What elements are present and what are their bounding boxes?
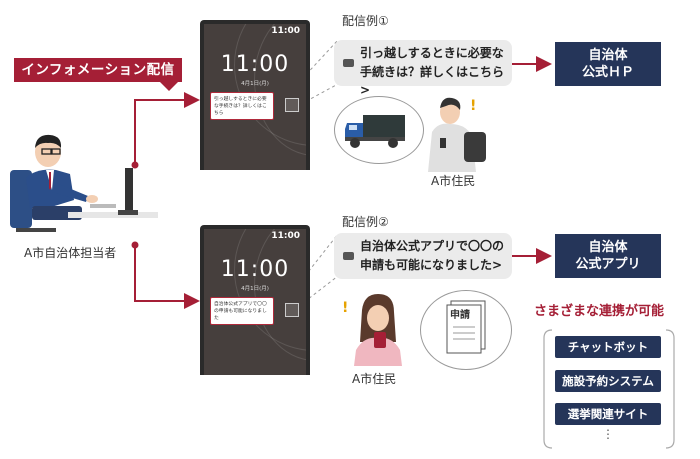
information-delivery-label: インフォメーション配信 [14,58,182,82]
smartphone-2: 11:00 11:00 4月1日(月) 自治体公式アプリで〇〇の申請も可能になり… [200,225,310,375]
destination-2-line2: 公式アプリ [575,257,641,272]
push-notification-1[interactable]: 引っ越しするときに必要な手続きは？詳しくはこちら [210,92,274,120]
more-ellipsis: ⋮ [602,427,614,441]
flow-line-to-phone1 [134,92,200,165]
resident-woman-illustration: ! [342,294,402,366]
resident-man-illustration: ! [428,97,486,172]
delivery-truck-bubble [334,96,424,164]
link-facility-reservation[interactable]: 施設予約システム [555,370,661,392]
message-bubble-1[interactable]: 引っ越しするときに必要な 手続きは？詳しくはこちら> [334,40,512,97]
push-notification-2[interactable]: 自治体公式アプリで〇〇の申請も可能になりました [210,297,274,325]
operator-caption: A市自治体担当者 [24,246,117,260]
resident-2-caption: A市住民 [352,372,397,386]
bubble-1-line1: 引っ越しするときに必要な [360,46,504,60]
wallpaper-swirl [254,24,306,156]
phone-status-time: 11:00 [271,26,300,36]
svg-text:!: ! [342,300,348,316]
truck-icon [345,115,405,148]
link-election-site[interactable]: 選挙関連サイト [555,403,661,425]
destination-official-hp[interactable]: 自治体 公式ＨＰ [555,42,661,86]
phone-date: 4月1日(月) [241,81,269,87]
phone-clock: 11:00 [220,257,290,282]
message-icon [343,252,354,260]
unlock-icon [285,98,299,112]
linkage-bracket-left [543,329,553,449]
destination-1-line1: 自治体 [588,48,628,63]
linkage-bracket-right [665,329,675,449]
example-2-label: 配信例② [342,215,389,229]
phone-clock: 11:00 [220,52,290,77]
destination-official-app[interactable]: 自治体 公式アプリ [555,234,661,278]
zoom-line-2b [289,275,339,314]
bubble-1-line2: 手続きは？詳しくはこちら> [360,65,505,97]
operator-illustration [10,134,158,232]
linkage-heading: さまざまな連携が可能 [534,304,665,319]
destination-1-line2: 公式ＨＰ [581,65,634,80]
bubble-2-line1: 自治体公式アプリで〇〇の [360,239,505,253]
resident-1-caption: A市住民 [431,174,476,188]
svg-text:!: ! [470,98,476,114]
form-icon [446,300,486,354]
unlock-icon [285,303,299,317]
application-form-bubble [420,290,512,370]
message-icon [343,59,354,67]
form-label: 申請 [450,310,470,321]
phone-date: 4月1日(月) [241,286,269,292]
phone-status-time: 11:00 [271,231,300,241]
smartphone-1: 11:00 11:00 4月1日(月) 引っ越しするときに必要な手続きは？詳しく… [200,20,310,170]
example-1-label: 配信例① [342,14,389,28]
phone-screen-2: 11:00 11:00 4月1日(月) 自治体公式アプリで〇〇の申請も可能になり… [204,229,306,375]
flow-dot-top [131,161,139,169]
wallpaper-swirl [254,229,306,361]
destination-2-line1: 自治体 [588,240,628,255]
title-label-pointer [160,82,178,91]
flow-line-to-phone2 [134,245,200,309]
phone-screen-1: 11:00 11:00 4月1日(月) 引っ越しするときに必要な手続きは？詳しく… [204,24,306,170]
bubble-2-line2: 申請も可能になりました> [360,258,503,272]
message-bubble-2[interactable]: 自治体公式アプリで〇〇の 申請も可能になりました> [334,233,512,279]
link-chatbot[interactable]: チャットボット [555,336,661,358]
flow-dot-bottom [131,241,139,249]
